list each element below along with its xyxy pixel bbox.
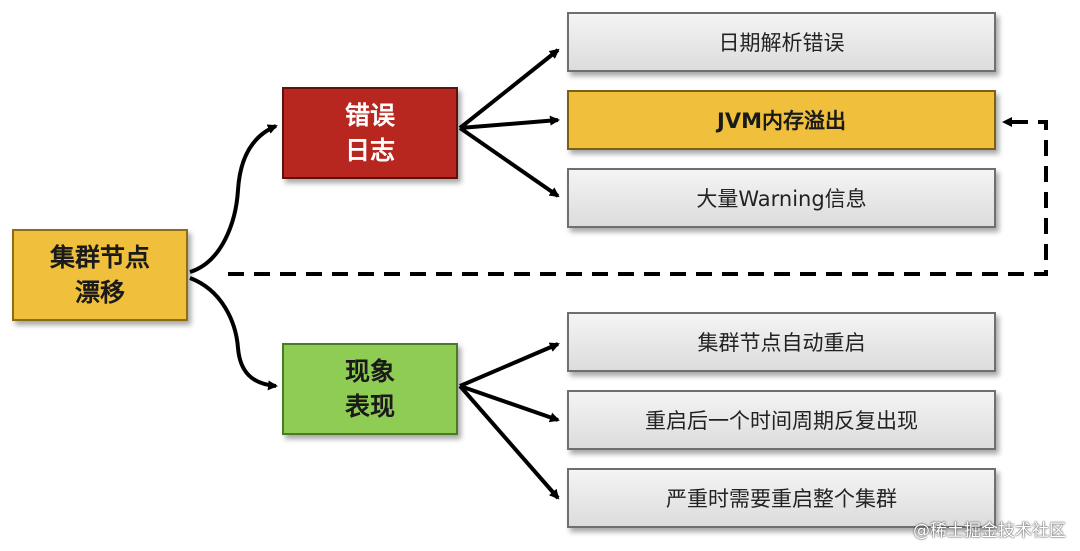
- error-log-item-3: 大量Warning信息: [567, 168, 996, 228]
- error-log-item-1-label: 日期解析错误: [718, 31, 845, 55]
- arrow-error-to-item-2: [459, 115, 560, 130]
- arrow-root-to-phenomenon: [189, 276, 278, 391]
- arrow-error-to-item-1: [458, 48, 560, 130]
- phenomenon-label-line-2: 表现: [344, 392, 395, 421]
- dashed-link-root-to-jvm: [228, 117, 1048, 276]
- error-log-item-3-label: 大量Warning信息: [696, 187, 867, 211]
- phenomenon-item-3: 严重时需要重启整个集群: [567, 468, 996, 528]
- watermark: @稀土掘金技术社区: [913, 521, 1066, 541]
- arrow-phenomenon-to-item-1: [459, 342, 560, 388]
- phenomenon-label-line-1: 现象: [344, 357, 395, 386]
- arrow-phenomenon-to-item-2: [459, 384, 560, 423]
- root-node-label-line-2: 漂移: [74, 278, 125, 307]
- phenomenon-item-2: 重启后一个时间周期反复出现: [567, 390, 996, 450]
- phenomenon-item-1-label: 集群节点自动重启: [697, 331, 866, 355]
- error-log-label-line-2: 日志: [344, 136, 395, 165]
- arrow-phenomenon-to-item-3: [458, 384, 560, 500]
- phenomenon-item-2-label: 重启后一个时间周期反复出现: [645, 409, 918, 433]
- arrow-error-to-item-3: [458, 126, 560, 198]
- error-log-node: 错误 日志: [282, 87, 458, 179]
- arrow-root-to-error-log: [189, 124, 278, 274]
- error-log-item-2-label: JVM内存溢出: [717, 109, 846, 133]
- error-log-label-line-1: 错误: [344, 101, 395, 130]
- root-node: 集群节点 漂移: [12, 229, 188, 321]
- phenomenon-item-1: 集群节点自动重启: [567, 312, 996, 372]
- phenomenon-node: 现象 表现: [282, 343, 458, 435]
- root-node-label-line-1: 集群节点: [49, 243, 150, 272]
- phenomenon-item-3-label: 严重时需要重启整个集群: [666, 487, 897, 511]
- error-log-item-1: 日期解析错误: [567, 12, 996, 72]
- error-log-item-2: JVM内存溢出: [567, 90, 996, 150]
